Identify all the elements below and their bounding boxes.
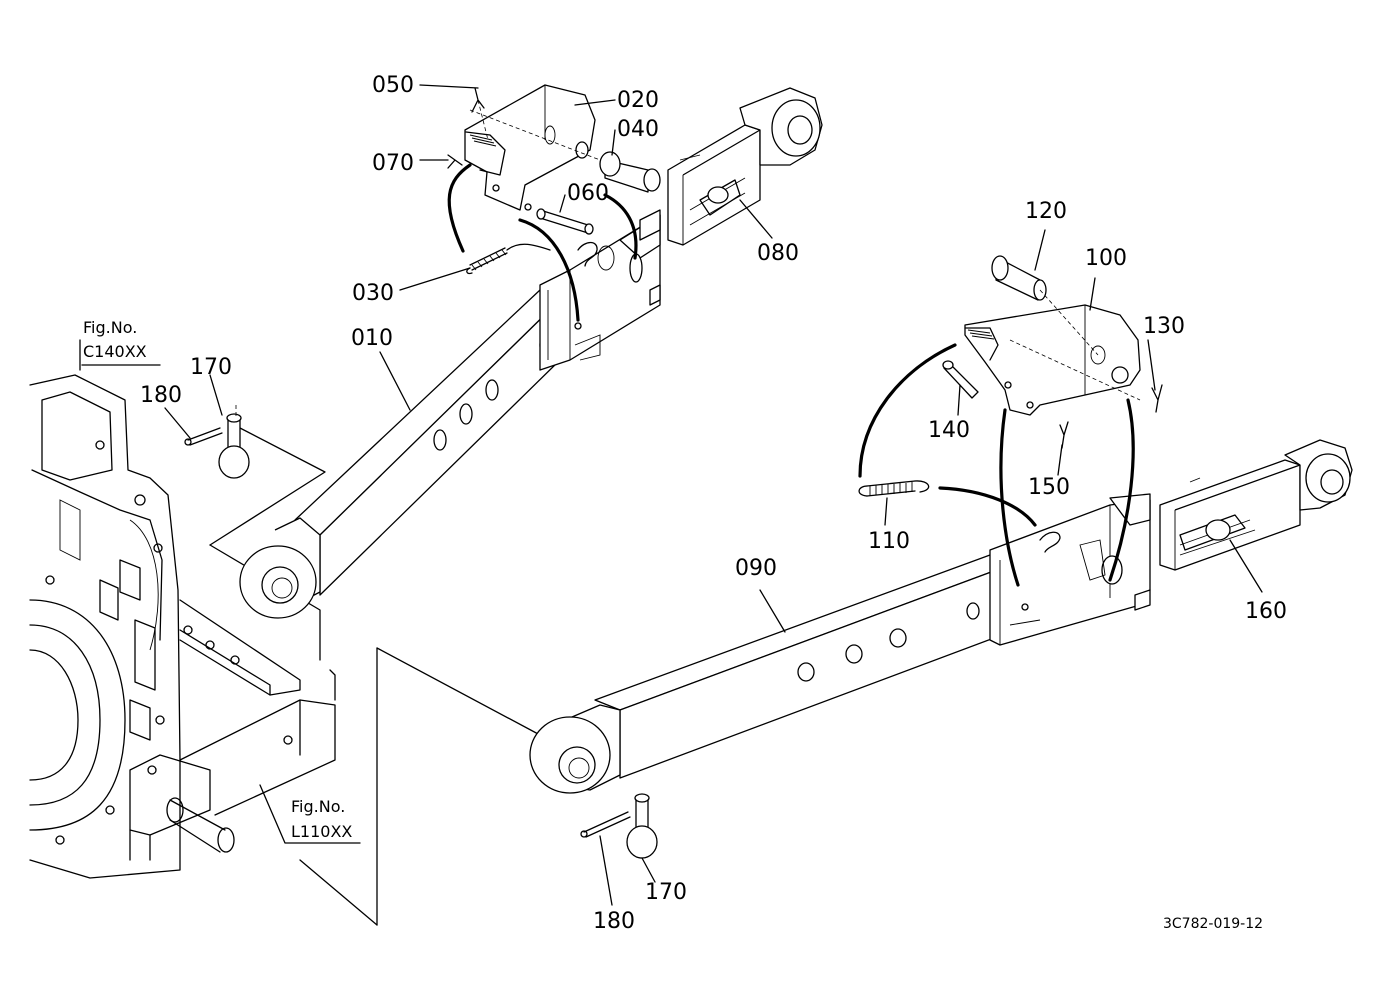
arc-lower-4 [1108, 398, 1135, 582]
label-040: 040 [617, 117, 659, 142]
figure-reference-c140xx[interactable]: Fig.No. C140XX [83, 318, 147, 361]
label-180-lower: 180 [593, 909, 635, 934]
label-020: 020 [617, 88, 659, 113]
arc-upper-2 [518, 218, 580, 322]
label-170-lower: 170 [645, 880, 687, 905]
label-180-upper: 180 [140, 383, 182, 408]
end-piece-160 [1159, 439, 1353, 571]
bracket-020 [464, 84, 601, 211]
ref1-code: C140XX [83, 342, 147, 361]
label-050: 050 [372, 73, 414, 98]
ref2-code: L110XX [291, 822, 352, 841]
lower-link-090 [529, 493, 1151, 794]
label-130: 130 [1143, 314, 1185, 339]
pin-040 [599, 151, 661, 193]
label-110: 110 [868, 529, 910, 554]
label-150: 150 [1028, 475, 1070, 500]
label-070: 070 [372, 151, 414, 176]
label-090: 090 [735, 556, 777, 581]
lynch-pin-170-upper [218, 405, 250, 479]
label-160: 160 [1245, 599, 1287, 624]
label-170-upper: 170 [190, 355, 232, 380]
reference-leaders [79, 339, 541, 926]
pin-120 [991, 255, 1099, 356]
diagram-code: 3C782-019-12 [1163, 916, 1263, 932]
spring-030 [466, 243, 551, 275]
pin-060 [536, 208, 594, 235]
label-030: 030 [352, 281, 394, 306]
clip-150 [1059, 421, 1069, 449]
bracket-100 [964, 304, 1141, 416]
clip-130 [1151, 384, 1163, 413]
label-140: 140 [928, 418, 970, 443]
lower-link-010 [239, 209, 661, 619]
label-080: 080 [757, 241, 799, 266]
arc-lower-2 [938, 486, 1037, 527]
spring-110 [858, 480, 930, 497]
arc-upper-1 [447, 163, 472, 253]
end-piece-080 [667, 87, 823, 246]
label-010: 010 [351, 326, 393, 351]
r-pin-180-upper [184, 427, 223, 446]
arc-lower-1 [858, 343, 957, 478]
pin-140 [942, 360, 979, 399]
clip-070 [447, 154, 463, 169]
label-100: 100 [1085, 246, 1127, 271]
leader-lines [164, 84, 1263, 906]
clip-050 [471, 87, 489, 141]
tractor-housing [29, 374, 336, 879]
arc-upper-3 [603, 193, 638, 260]
r-pin-180-lower [580, 811, 631, 838]
part-labels: 050 020 040 070 060 080 030 010 120 100 … [140, 73, 1287, 934]
arc-lower-3 [999, 408, 1020, 587]
label-120: 120 [1025, 199, 1067, 224]
figure-reference-l110xx[interactable]: Fig.No. L110XX [291, 797, 352, 841]
ref2-title: Fig.No. [291, 797, 345, 816]
ref1-title: Fig.No. [83, 318, 137, 337]
label-060: 060 [567, 181, 609, 206]
lynch-pin-170-lower [626, 793, 658, 859]
